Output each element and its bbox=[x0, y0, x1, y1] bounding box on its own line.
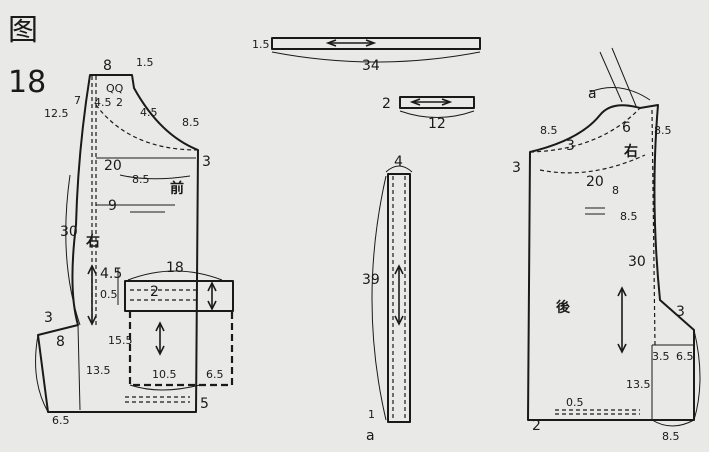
placket-width: 4 bbox=[394, 154, 403, 170]
front-dim-side-len: 13.5 bbox=[86, 364, 111, 377]
placket-body bbox=[387, 173, 411, 423]
back-dim-shoulder: 8.5 bbox=[620, 210, 638, 223]
back-dim-side-len: 13.5 bbox=[626, 378, 651, 391]
figure-title-number: 18 bbox=[8, 65, 46, 100]
placket-width-arc bbox=[385, 165, 413, 173]
placket-mark: a bbox=[366, 428, 375, 444]
back-dim-hem-corner: 2 bbox=[532, 418, 541, 434]
front-dim-neck-drop: 2 bbox=[116, 96, 123, 109]
back-dim-hem-side: 3 bbox=[676, 304, 685, 320]
strip-short-length: 12 bbox=[428, 116, 446, 132]
front-dim-neck-depth: 4.5 bbox=[94, 96, 112, 109]
front-dim-length: 30 bbox=[60, 224, 78, 240]
front-dim-armhole: 3 bbox=[202, 154, 211, 170]
pocket-piece: 4.5 18 0.5 2 15.5 10.5 6.5 bbox=[100, 260, 234, 391]
strip-long: 1.5 34 bbox=[252, 37, 481, 74]
pocket-dim-top-w: 18 bbox=[166, 260, 184, 276]
front-grain-arrowheads bbox=[87, 264, 97, 326]
placket-grain-arrowheads bbox=[394, 264, 404, 326]
back-dim-drop: 8 bbox=[612, 184, 619, 197]
front-neck-curve bbox=[95, 104, 199, 151]
front-side-label: 右 bbox=[85, 233, 100, 250]
back-shoulder-guide bbox=[589, 47, 651, 107]
strip-short: 2 12 bbox=[382, 96, 475, 132]
figure-title-char: 图 bbox=[8, 13, 38, 48]
back-dim-side-a: 3.5 bbox=[652, 350, 670, 363]
front-chest-dash bbox=[119, 174, 191, 180]
back-side-arc bbox=[693, 329, 701, 421]
pocket-bottom-arc bbox=[129, 384, 201, 391]
back-dim-side-b: 6.5 bbox=[676, 350, 694, 363]
pocket-dim-flap-mark: 2 bbox=[150, 284, 159, 300]
front-dim-width: 9 bbox=[108, 198, 117, 214]
pocket-dim-right-w: 6.5 bbox=[206, 368, 224, 381]
pocket-top-arc bbox=[127, 270, 223, 281]
strip-long-body bbox=[271, 37, 481, 50]
back-dim-bottom: 8.5 bbox=[662, 430, 680, 443]
strip-long-arc bbox=[271, 51, 481, 63]
front-dim-neck-width: 8 bbox=[103, 58, 112, 74]
pocket-dim-top-h: 4.5 bbox=[100, 266, 122, 282]
front-hem-guide bbox=[35, 334, 49, 413]
front-dim-side-width: 8 bbox=[56, 334, 65, 350]
front-side-line bbox=[77, 324, 81, 411]
strip-short-thickness: 2 bbox=[382, 96, 391, 112]
back-dim-neck-left: 8.5 bbox=[540, 124, 558, 137]
front-dim-chest: 20 bbox=[104, 158, 122, 174]
front-length-guide bbox=[65, 174, 81, 326]
strip-long-arrowheads bbox=[325, 39, 377, 47]
back-dim-chest: 20 bbox=[586, 174, 604, 190]
front-dim-shoulder-slope: 12.5 bbox=[44, 107, 69, 120]
front-dim-side-rise: 5 bbox=[200, 396, 209, 412]
strip-long-length: 34 bbox=[362, 58, 380, 74]
pocket-flap-arrowheads bbox=[207, 281, 217, 311]
back-grain-arrowheads bbox=[617, 286, 627, 354]
strip-short-arrowheads bbox=[409, 98, 453, 106]
back-chest-curve bbox=[539, 154, 646, 174]
strip-short-body bbox=[399, 96, 475, 109]
back-dim-neck-right: 8.5 bbox=[654, 124, 672, 137]
back-outline bbox=[527, 104, 695, 421]
strip-long-thickness: 1.5 bbox=[252, 38, 270, 51]
back-side-label: 右 bbox=[623, 143, 638, 160]
pocket-grain-arrowheads bbox=[155, 321, 165, 356]
front-outline bbox=[37, 74, 199, 413]
back-dim-hem: 0.5 bbox=[566, 396, 584, 409]
front-dim-shoulder-len: 8.5 bbox=[182, 116, 200, 129]
placket-length: 39 bbox=[362, 272, 380, 288]
front-dim-bottom: 6.5 bbox=[52, 414, 70, 427]
pocket-dim-gap: 0.5 bbox=[100, 288, 118, 301]
back-label: 後 bbox=[556, 299, 571, 316]
front-dim-neck-mark: QQ bbox=[106, 82, 124, 95]
strip-short-arc bbox=[399, 110, 475, 118]
placket-piece: 4 39 1 a bbox=[362, 154, 413, 444]
front-label: 前 bbox=[170, 180, 184, 197]
back-mark-a: a bbox=[588, 86, 597, 102]
placket-end: 1 bbox=[368, 408, 375, 421]
pocket-body bbox=[128, 311, 234, 387]
back-dim-armhole: 3 bbox=[512, 160, 521, 176]
pocket-flap bbox=[124, 280, 234, 312]
back-dim-neck-depth: 3 bbox=[566, 138, 575, 154]
placket-length-arc bbox=[371, 175, 387, 421]
front-dim-neck-rise: 1.5 bbox=[136, 56, 154, 69]
front-dim-neck-in: 7 bbox=[74, 94, 81, 107]
back-piece: a 8.5 3 6 8.5 右 3 20 8 8.5 30 後 3 3.5 6.… bbox=[512, 47, 701, 443]
front-piece: 8 1.5 QQ 2 12.5 7 4.5 4.5 8.5 20 8.5 3 前… bbox=[35, 56, 211, 427]
back-dim-neck-width: 6 bbox=[622, 120, 631, 136]
front-dim-hem-side: 3 bbox=[44, 310, 53, 326]
back-neck-curve bbox=[529, 107, 641, 153]
front-dim-chest-drop: 8.5 bbox=[132, 173, 150, 186]
front-dim-neck-side: 4.5 bbox=[140, 106, 158, 119]
pocket-dim-bottom-w: 10.5 bbox=[152, 368, 177, 381]
back-dim-length: 30 bbox=[628, 254, 646, 270]
back-bottom-arc bbox=[651, 419, 695, 427]
pocket-dim-body-h: 15.5 bbox=[108, 334, 133, 347]
